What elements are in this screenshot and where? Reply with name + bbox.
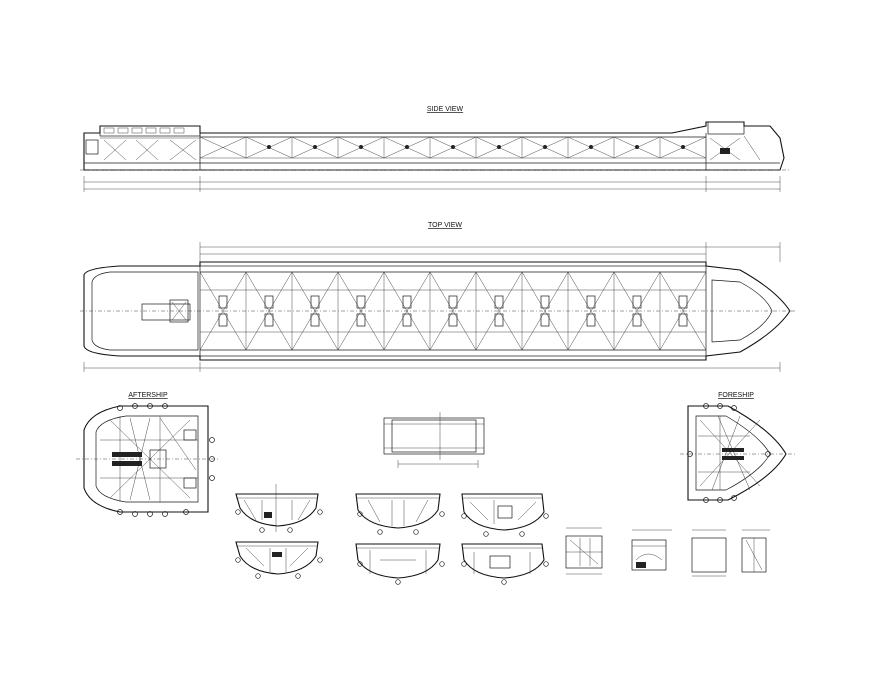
aftership-detail: AFTERSHIP — [76, 392, 220, 517]
section-6 — [461, 543, 549, 585]
foreship-title: FORESHIP — [718, 392, 754, 399]
cross-sections — [235, 484, 549, 585]
section-2 — [235, 541, 323, 579]
section-3 — [355, 493, 445, 535]
section-1 — [235, 484, 323, 533]
foreship-detail: FORESHIP — [680, 392, 796, 503]
aftership-title: AFTERSHIP — [128, 392, 168, 399]
small-details — [565, 527, 770, 577]
top-view-title: TOP VIEW — [428, 222, 462, 229]
hatch-detail — [383, 412, 485, 468]
top-view-hull — [83, 261, 791, 361]
section-4 — [355, 543, 445, 585]
top-view: TOP VIEW — [80, 222, 796, 372]
side-view: SIDE VIEW — [80, 106, 790, 192]
section-5 — [461, 493, 549, 537]
side-view-title: SIDE VIEW — [427, 106, 464, 113]
